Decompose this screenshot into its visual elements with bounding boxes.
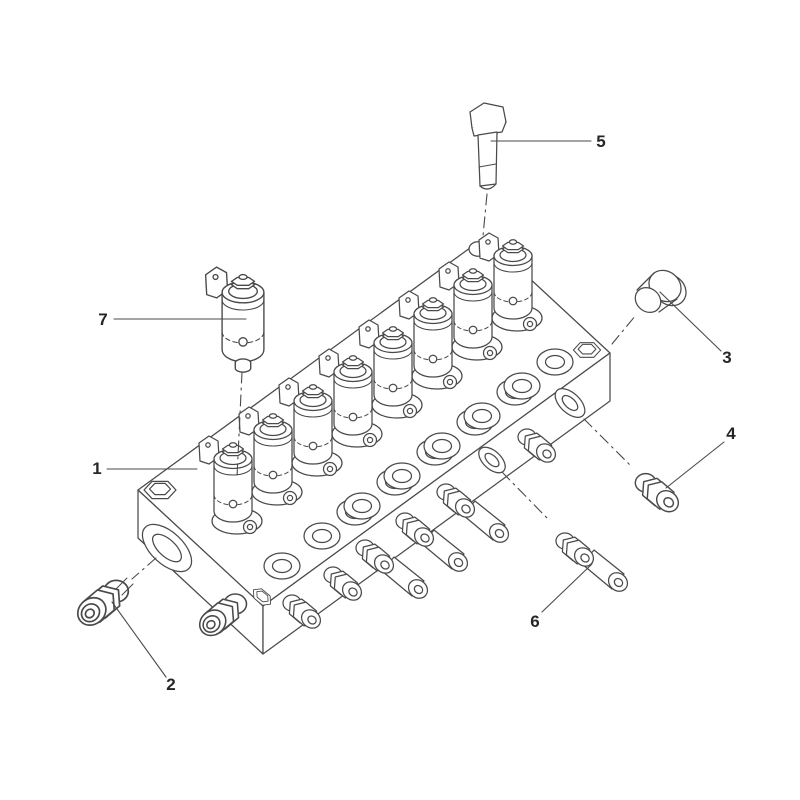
right-end-oval-port [554, 388, 586, 418]
axis-fitting-6 [501, 471, 549, 520]
callout-3-leader [659, 291, 722, 352]
top-hex-plug-right [572, 342, 602, 358]
manifold-block [137, 232, 611, 655]
axis-plug-2 [131, 557, 157, 580]
left-end-port [141, 523, 193, 573]
front-oval-port [478, 446, 506, 474]
front-boss-fitting [193, 593, 248, 642]
solenoid-valve-part [204, 266, 265, 373]
callout-6-label: 6 [530, 612, 539, 631]
callout-7-label: 7 [98, 310, 107, 329]
callout-4-leader [665, 441, 725, 489]
callout-2-label: 2 [166, 675, 175, 694]
callout-5-label: 5 [596, 132, 605, 151]
axis-bolt-5 [482, 193, 488, 237]
tube-fitting-part [556, 533, 631, 595]
callout-1-label: 1 [92, 459, 101, 478]
port-plug-part [71, 577, 134, 632]
hex-bolt-part [469, 102, 507, 190]
callout-3-label: 3 [722, 348, 731, 367]
callout-2-leader [111, 601, 167, 678]
axis-plug-3 [611, 314, 637, 345]
top-hex-plug-left [143, 480, 177, 500]
front-face-fittings [193, 388, 586, 642]
callout-6-leader [541, 563, 593, 613]
callout-4-label: 4 [726, 424, 736, 443]
assembly-axes [131, 193, 637, 580]
axis-fitting-4 [583, 418, 633, 468]
axis-valve-7 [236, 371, 243, 478]
cap-plug-part [634, 269, 687, 313]
callouts: 1 2 3 4 5 6 7 [92, 132, 736, 694]
